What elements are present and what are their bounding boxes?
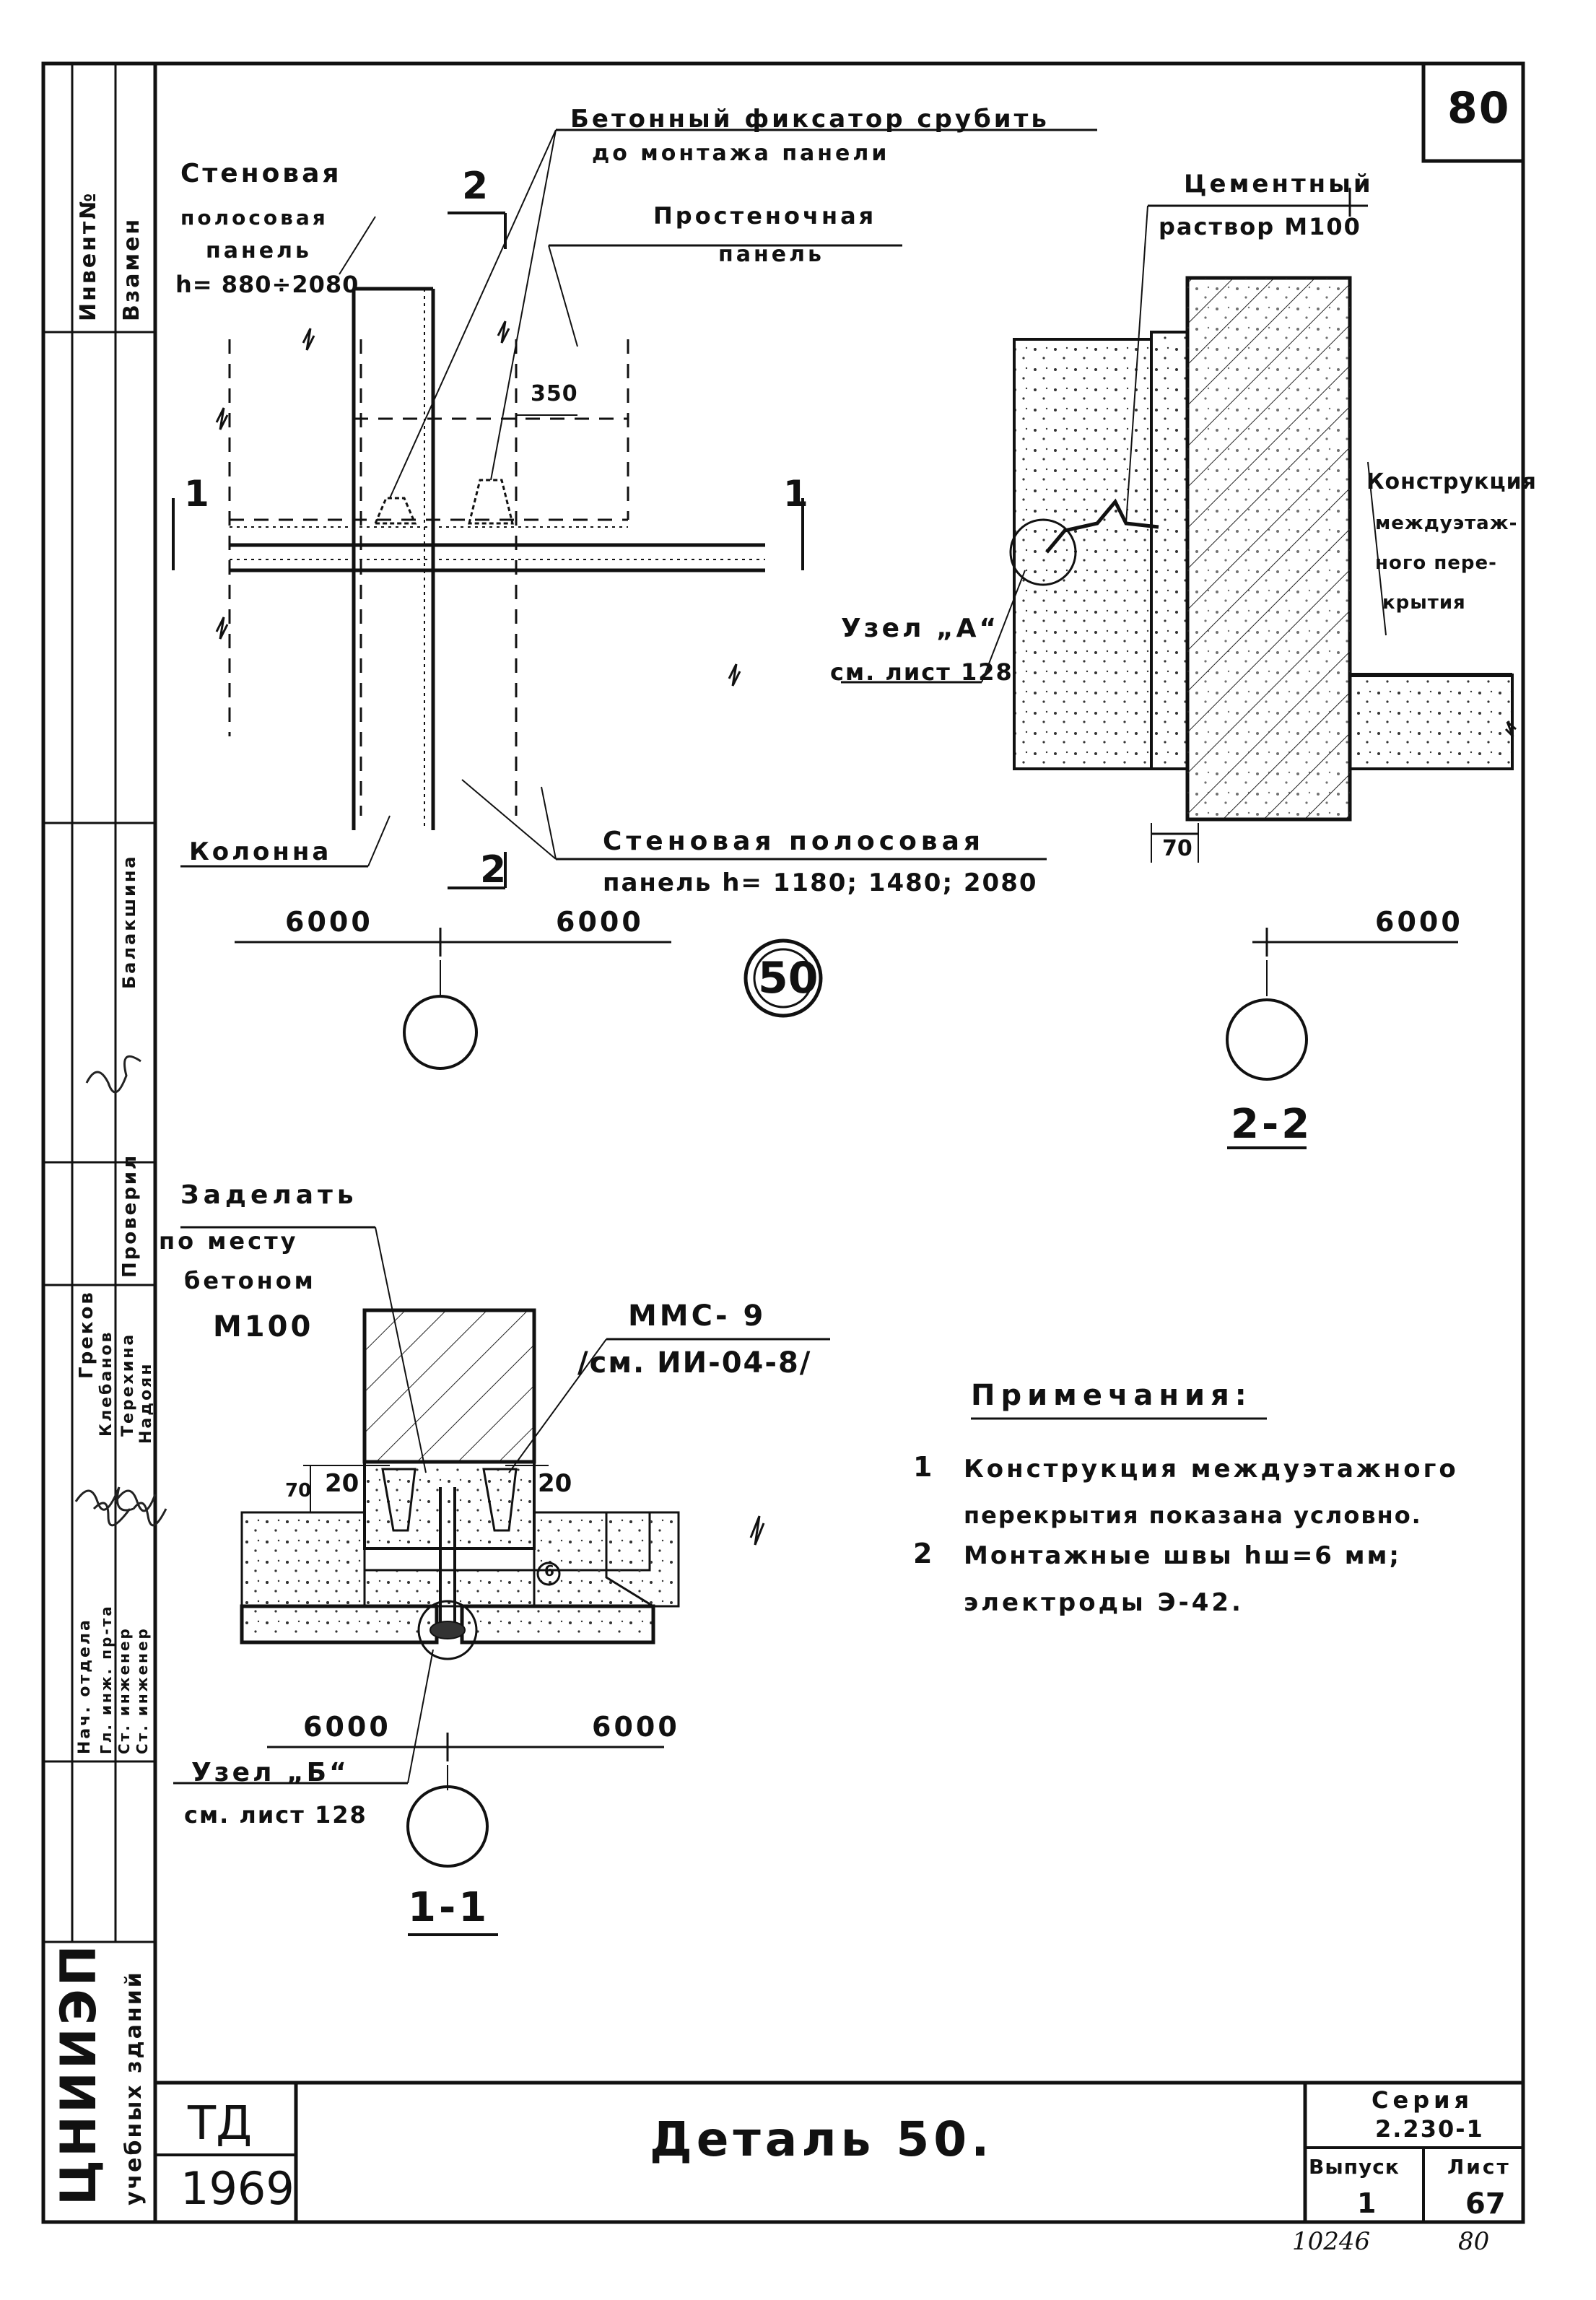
section-1-1-dim-right: 6000 [592, 1711, 680, 1743]
mms-line1: ММС- 9 [628, 1299, 767, 1333]
issue-value: 1 [1357, 2187, 1379, 2219]
name-grekov: Греков [76, 1290, 97, 1379]
drawing-title: Деталь 50. [650, 2112, 994, 2167]
role-dept-head: Нач. отдела [76, 1618, 94, 1754]
node-a-line1: Узел „А“ [841, 614, 1000, 643]
wall-panel-line3: панель [206, 238, 312, 263]
org-name: ЦНИИЭП [51, 1942, 108, 2205]
plan-dim-right: 6000 [556, 906, 644, 938]
node-a-line2: см. лист 128 [830, 658, 1013, 686]
section-2-top-label: 2 [462, 165, 492, 208]
section-2-2-dim-6000: 6000 [1375, 906, 1463, 938]
floor-structure-line4: крытия [1382, 592, 1466, 614]
name-klebanov: Клебанов [97, 1330, 115, 1437]
sheet-number: 80 [1447, 83, 1511, 134]
dim-70-vertical: 70 [285, 1480, 312, 1502]
note-2-number: 2 [913, 1538, 936, 1569]
wall-panel-line2: полосовая [180, 206, 328, 230]
note-2-line1: Монтажные швы hш=6 мм; [964, 1541, 1401, 1570]
plan-view [172, 128, 1097, 1070]
pier-panel-line1: Простеночная [653, 202, 877, 230]
fill-note-line4: М100 [213, 1310, 314, 1343]
wall-panel-line4: h= 880÷2080 [175, 271, 359, 298]
sheet-number-bottom: 80 [1458, 2227, 1490, 2256]
node-b-line1: Узел „Б“ [191, 1758, 349, 1787]
signatures [74, 1055, 167, 1527]
note-2-line2: электроды Э-42. [964, 1588, 1244, 1617]
note-1-number: 1 [913, 1451, 936, 1483]
fill-note-line3: бетоном [184, 1267, 316, 1294]
role-senior-engineer-2: Ст. инженер [134, 1626, 151, 1754]
fill-note-line1: Заделать [180, 1180, 358, 1210]
name-terekhina: Терехина [119, 1332, 137, 1437]
column-label: Колонна [189, 837, 332, 866]
name-nadoyan: Надоян [137, 1362, 155, 1444]
td-label: ТД [188, 2097, 253, 2151]
section-1-left-label: 1 [184, 473, 212, 515]
inventory-number-label: Инвент№ [76, 191, 101, 321]
section-1-1-title: 1-1 [408, 1884, 490, 1931]
section-2-2 [841, 188, 1517, 1149]
cement-mortar-line1: Цементный [1184, 170, 1374, 199]
dim-20-left: 20 [325, 1469, 359, 1498]
fixator-label-line1: Бетонный фиксатор срубить [570, 105, 1050, 134]
dim-20-right: 20 [538, 1469, 572, 1498]
series-label: Серия [1372, 2086, 1474, 2114]
section-1-right-label: 1 [783, 473, 811, 515]
series-value: 2.230-1 [1375, 2115, 1484, 2143]
wall-panel-line1: Стеновая [180, 159, 342, 188]
plan-dim-left: 6000 [285, 906, 373, 938]
detail-number-badge: 50 [758, 953, 819, 1003]
section-2-2-title: 2-2 [1231, 1101, 1313, 1148]
sheet-frame [41, 61, 1525, 2224]
archive-number: 10246 [1292, 2227, 1371, 2256]
pier-panel-line2: панель [718, 242, 824, 267]
note-1-line1: Конструкция междуэтажного [964, 1455, 1459, 1484]
section-1-1 [173, 1226, 830, 1936]
floor-structure-line2: междуэтаж- [1375, 513, 1518, 534]
notes-heading: Примечания: [971, 1379, 1252, 1412]
role-chief-engineer: Гл. инж. пр-та [97, 1604, 115, 1754]
cement-mortar-line2: раствор М100 [1159, 213, 1361, 240]
note-1-line2: перекрытия показана условно. [964, 1502, 1422, 1529]
wall-strip-line1: Стеновая полосовая [603, 827, 985, 856]
sheet-label: Лист [1447, 2155, 1511, 2179]
replaces-label: Взамен [119, 217, 144, 321]
section-2-2-dim-70: 70 [1162, 836, 1192, 861]
year-label: 1969 [180, 2162, 295, 2215]
dim-350: 350 [531, 381, 578, 406]
signature-handwritten: Балакшина [119, 854, 139, 989]
fixator-label-line2: до монтажа панели [592, 141, 890, 166]
floor-structure-line1: Конструкция [1366, 469, 1537, 495]
role-senior-engineer-1: Ст. инженер [115, 1626, 133, 1754]
floor-structure-line3: ного пере- [1375, 552, 1497, 574]
org-subtitle: учебных зданий [121, 1970, 147, 2205]
checked-label: Проверил [119, 1153, 141, 1278]
section-2-bottom-label: 2 [480, 848, 510, 892]
fill-note-line2: по месту [159, 1227, 299, 1255]
wall-strip-line2: панель h= 1180; 1480; 2080 [603, 868, 1038, 897]
section-1-1-dim-left: 6000 [303, 1711, 391, 1743]
node-b-line2: см. лист 128 [184, 1801, 367, 1829]
issue-label: Выпуск [1309, 2155, 1400, 2179]
weld-mark: 6 [544, 1562, 554, 1580]
sheet-value: 67 [1465, 2187, 1506, 2221]
mms-line2: /см. ИИ-04-8/ [577, 1346, 812, 1380]
